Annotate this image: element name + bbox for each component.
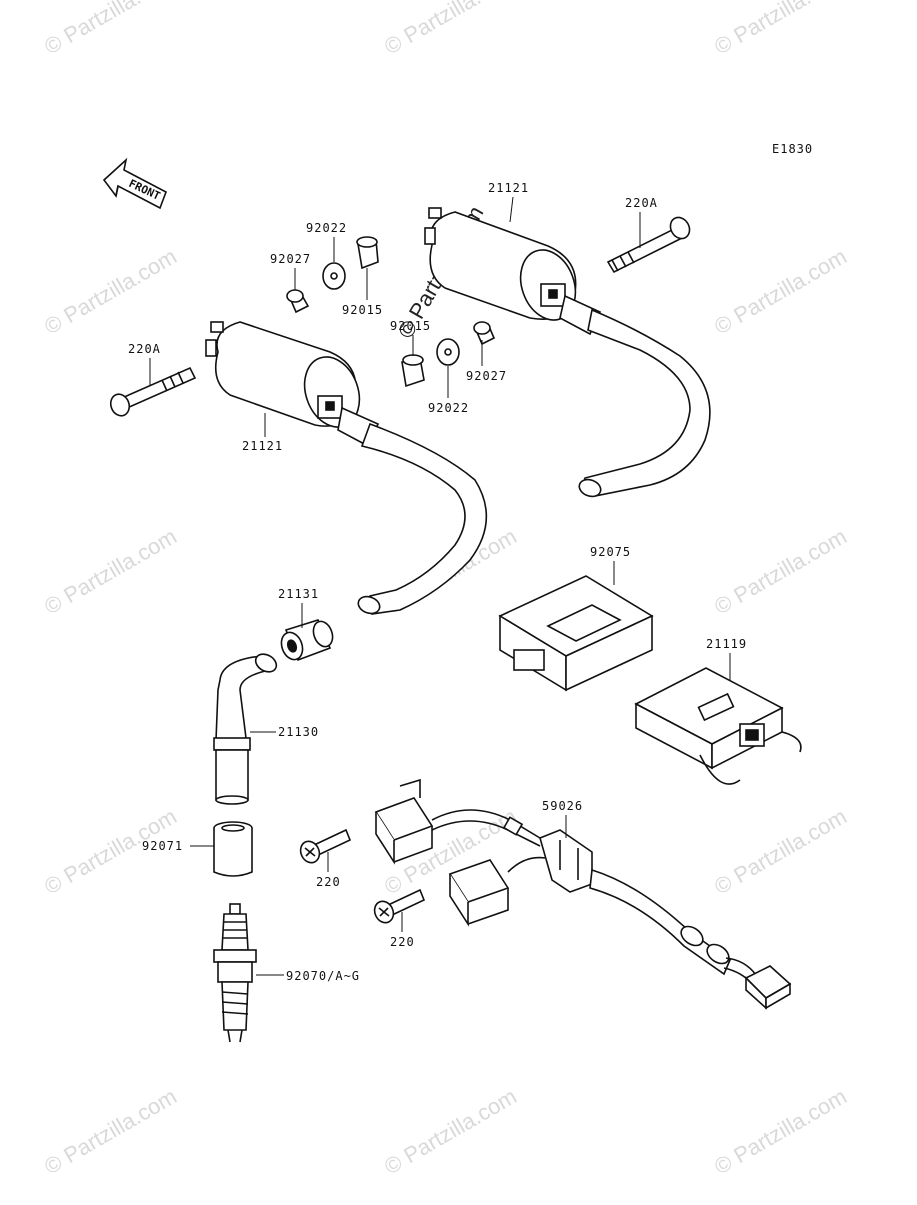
label-21131: 21131 xyxy=(278,587,319,601)
watermark: © Partzilla.com xyxy=(710,524,851,620)
watermarks: © Partzilla.com © Partzilla.com © Partzi… xyxy=(40,0,851,1179)
watermark: © Partzilla.com xyxy=(710,244,851,340)
bolt-220a-left xyxy=(109,366,197,417)
label-220-lower: 220 xyxy=(390,935,415,949)
label-92022-left: 92022 xyxy=(306,221,347,235)
screw-220-upper xyxy=(299,828,352,864)
label-92075: 92075 xyxy=(590,545,631,559)
label-21119: 21119 xyxy=(706,637,747,651)
pickup-coil-assembly xyxy=(374,778,792,1010)
watermark: © Partzilla.com xyxy=(40,244,181,340)
igniter-cover xyxy=(498,575,654,692)
label-92027-right: 92027 xyxy=(466,369,507,383)
label-92027-left: 92027 xyxy=(270,252,311,266)
label-220a-right: 220A xyxy=(625,196,658,210)
label-21121-left: 21121 xyxy=(242,439,283,453)
label-220a-left: 220A xyxy=(128,342,161,356)
watermark: © Partzilla.com xyxy=(710,0,851,59)
watermark: © Partzilla.com xyxy=(40,524,181,620)
label-92070: 92070/A~G xyxy=(286,969,360,983)
spark-plug xyxy=(213,903,257,1043)
collars-right xyxy=(401,321,496,388)
watermark: © Partzilla.com xyxy=(380,0,521,59)
label-220-upper: 220 xyxy=(316,875,341,889)
label-92071: 92071 xyxy=(142,839,183,853)
plug-seal xyxy=(213,821,253,877)
bolt-220a-right xyxy=(606,216,691,274)
label-21130: 21130 xyxy=(278,725,319,739)
plug-cap xyxy=(213,653,278,805)
ignition-coil-right xyxy=(424,207,711,498)
label-59026: 59026 xyxy=(542,799,583,813)
front-arrow-icon: FRONT xyxy=(102,157,167,210)
label-92022-right: 92022 xyxy=(428,401,469,415)
watermark: © Partzilla.com xyxy=(710,804,851,900)
watermark: © Partzilla.com xyxy=(40,1084,181,1180)
label-92015-right: 92015 xyxy=(390,319,431,333)
screw-220-lower xyxy=(373,888,426,924)
label-21121-right: 21121 xyxy=(488,181,529,195)
ignition-coil-left xyxy=(205,321,488,615)
watermark: © Partzilla.com xyxy=(40,0,181,59)
label-92015-left: 92015 xyxy=(342,303,383,317)
plug-cap-seal xyxy=(280,619,334,662)
watermark: © Partzilla.com xyxy=(710,1084,851,1180)
watermark: © Partzilla.com xyxy=(380,1084,521,1180)
igniter-unit xyxy=(634,667,802,785)
collars-left xyxy=(286,236,379,314)
diagram-code: E1830 xyxy=(772,142,813,156)
